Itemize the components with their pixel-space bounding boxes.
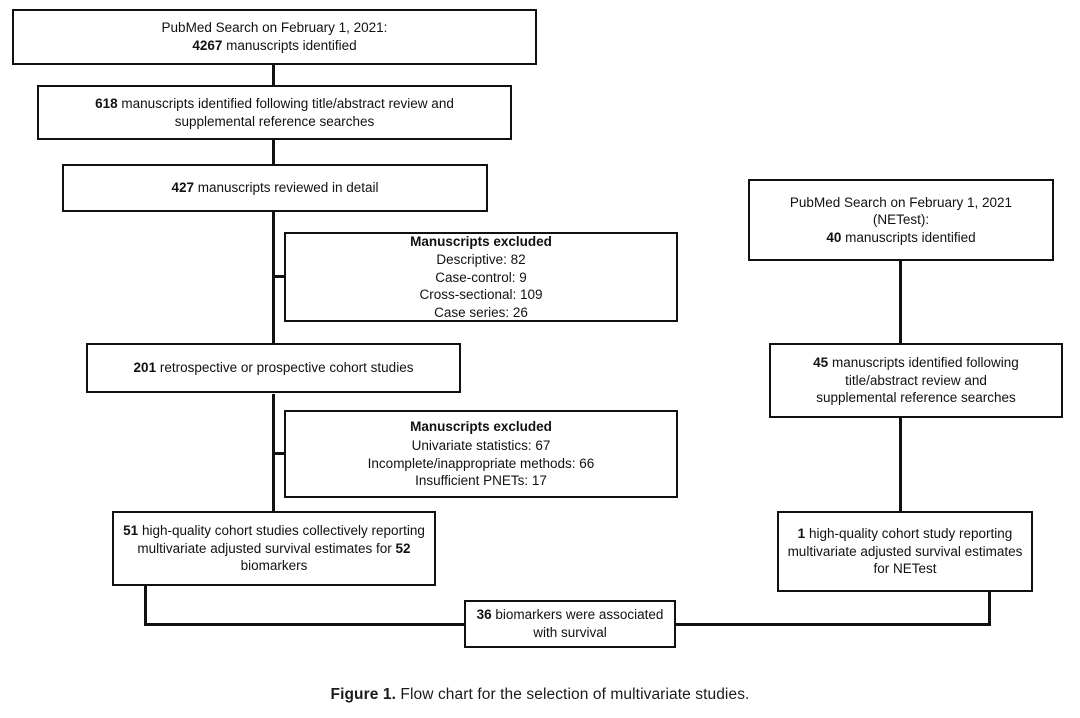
high-quality-part1: high-quality cohort studies collectively… xyxy=(137,523,425,556)
exclusion-1-item-2: Case-control: 9 xyxy=(435,269,527,285)
cohort-studies-count: 201 xyxy=(133,360,157,376)
pubmed-netest-count: 40 xyxy=(826,229,842,245)
pubmed-main-line2-rest: manuscripts identified xyxy=(222,38,357,53)
connector-stub-exclusion-2 xyxy=(272,452,286,455)
figure-caption-text: Flow chart for the selection of multivar… xyxy=(396,686,750,703)
node-pubmed-search-main-text: PubMed Search on February 1, 2021: 4267 … xyxy=(22,19,527,54)
netest-review-line3: supplemental reference searches xyxy=(816,390,1016,406)
cohort-studies-rest: retrospective or prospective cohort stud… xyxy=(156,360,414,376)
connector-stub-exclusion-1 xyxy=(272,275,286,278)
node-high-quality-cohort-studies: 51 high-quality cohort studies collectiv… xyxy=(112,511,436,586)
node-netest-high-quality-study: 1 high-quality cohort study reporting mu… xyxy=(777,511,1033,592)
node-exclusion-2-text: Manuscripts excluded Univariate statisti… xyxy=(294,418,668,489)
node-pubmed-search-main: PubMed Search on February 1, 2021: 4267 … xyxy=(12,9,537,65)
exclusion-1-item-4: Case series: 26 xyxy=(434,304,528,320)
reviewed-detail-count: 427 xyxy=(171,180,194,196)
pubmed-netest-line1: PubMed Search on February 1, 2021 xyxy=(789,194,1013,210)
netest-hq-line2: multivariate adjusted survival estimates xyxy=(787,543,1023,559)
node-netest-high-quality-study-text: 1 high-quality cohort study reporting mu… xyxy=(787,525,1023,578)
pubmed-main-line1: PubMed Search on February 1, 2021: xyxy=(161,20,388,36)
node-exclusion-2: Manuscripts excluded Univariate statisti… xyxy=(284,410,678,498)
outcome-count: 36 xyxy=(476,607,492,623)
node-exclusion-1: Manuscripts excluded Descriptive: 82 Cas… xyxy=(284,232,678,322)
node-netest-title-abstract-review-text: 45 manuscripts identified following titl… xyxy=(779,354,1053,407)
node-outcome-biomarkers: 36 biomarkers were associated with survi… xyxy=(464,600,676,648)
exclusion-1-item-3: Cross-sectional: 109 xyxy=(419,287,543,303)
reviewed-detail-rest: manuscripts reviewed in detail xyxy=(193,180,379,196)
connector-netest-search-to-review xyxy=(899,260,902,345)
title-abstract-line2: supplemental reference searches xyxy=(174,113,375,129)
node-cohort-studies-text: 201 retrospective or prospective cohort … xyxy=(96,359,451,377)
connector-netest-review-to-hq xyxy=(899,418,902,513)
exclusion-1-item-1: Descriptive: 82 xyxy=(436,252,526,268)
connector-review-to-detail xyxy=(272,139,275,164)
node-title-abstract-review-text: 618 manuscripts identified following tit… xyxy=(47,95,502,130)
node-cohort-studies: 201 retrospective or prospective cohort … xyxy=(86,343,461,393)
exclusion-2-header: Manuscripts excluded xyxy=(410,419,552,435)
connector-hq-to-outcome xyxy=(144,623,466,626)
title-abstract-count: 618 xyxy=(95,95,118,111)
netest-review-count: 45 xyxy=(813,355,829,371)
pubmed-netest-line2: (NETest): xyxy=(872,212,930,228)
node-reviewed-in-detail: 427 manuscripts reviewed in detail xyxy=(62,164,488,212)
exclusion-1-header: Manuscripts excluded xyxy=(410,233,552,249)
netest-review-line1: manuscripts identified following xyxy=(828,355,1019,371)
pubmed-netest-line3-rest: manuscripts identified xyxy=(841,229,976,245)
exclusion-2-item-3: Insufficient PNETs: 17 xyxy=(415,473,547,489)
title-abstract-line1: manuscripts identified following title/a… xyxy=(117,95,454,111)
node-reviewed-in-detail-text: 427 manuscripts reviewed in detail xyxy=(72,179,478,197)
figure-caption-label: Figure 1. xyxy=(330,686,397,703)
netest-hq-line3: for NETest xyxy=(873,561,937,577)
node-pubmed-search-netest: PubMed Search on February 1, 2021 (NETes… xyxy=(748,179,1054,261)
netest-hq-line1: high-quality cohort study reporting xyxy=(805,526,1013,542)
node-exclusion-1-text: Manuscripts excluded Descriptive: 82 Cas… xyxy=(294,233,668,322)
node-title-abstract-review: 618 manuscripts identified following tit… xyxy=(37,85,512,140)
connector-netest-down xyxy=(988,592,991,626)
connector-pubmed-to-review xyxy=(272,64,275,86)
high-quality-biomarker-count: 52 xyxy=(395,540,411,556)
netest-review-line2: title/abstract review and xyxy=(845,372,987,388)
pubmed-main-count: 4267 xyxy=(192,38,223,53)
connector-hq-down xyxy=(144,585,147,626)
figure-caption: Figure 1. Flow chart for the selection o… xyxy=(0,686,1080,704)
high-quality-part2: biomarkers xyxy=(240,558,308,574)
high-quality-count: 51 xyxy=(123,523,139,539)
node-outcome-biomarkers-text: 36 biomarkers were associated with survi… xyxy=(474,606,666,641)
node-pubmed-search-netest-text: PubMed Search on February 1, 2021 (NETes… xyxy=(758,194,1044,247)
netest-hq-count: 1 xyxy=(797,526,806,542)
outcome-line1: biomarkers were associated xyxy=(491,607,664,623)
outcome-line2: with survival xyxy=(533,625,607,640)
connector-outcome-to-netest xyxy=(675,623,991,626)
node-netest-title-abstract-review: 45 manuscripts identified following titl… xyxy=(769,343,1063,418)
exclusion-2-item-1: Univariate statistics: 67 xyxy=(411,437,551,453)
node-high-quality-cohort-studies-text: 51 high-quality cohort studies collectiv… xyxy=(122,522,426,575)
exclusion-2-item-2: Incomplete/inappropriate methods: 66 xyxy=(367,455,595,471)
